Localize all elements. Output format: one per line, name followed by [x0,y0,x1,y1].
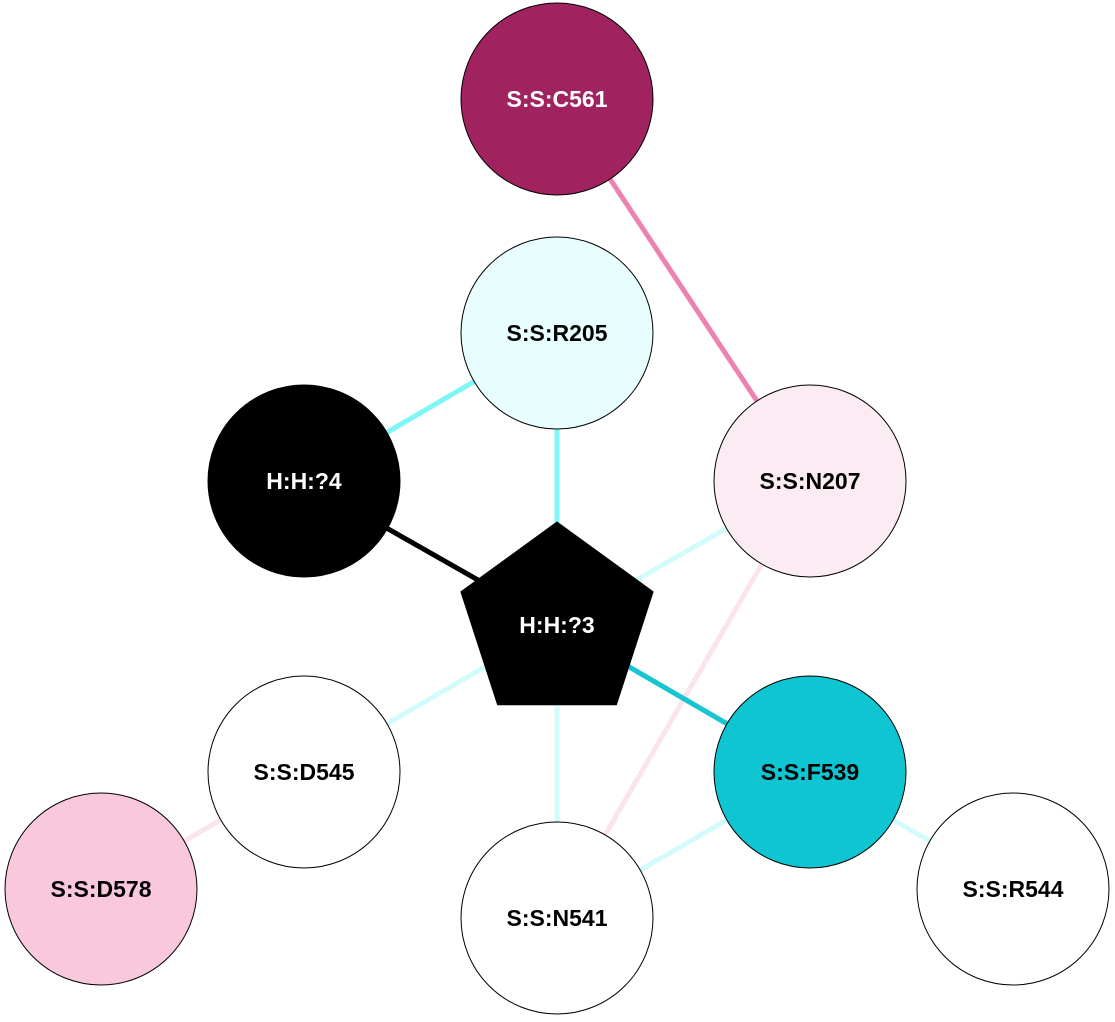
circle-shape [916,792,1110,986]
node-d578[interactable]: S:S:D578 [4,792,198,986]
node-label: S:S:D578 [51,876,152,902]
node-n541[interactable]: S:S:N541 [460,821,654,1015]
node-label: S:S:D545 [254,759,355,785]
circle-shape [207,675,401,869]
circle-shape [460,236,654,430]
circle-shape [713,675,907,869]
node-label: S:S:N207 [760,468,861,494]
node-label: H:H:?4 [266,468,342,494]
node-label: S:S:C561 [507,86,608,112]
circle-shape [460,821,654,1015]
circle-shape [460,2,654,196]
node-label: S:S:F539 [761,759,859,785]
pentagon-shape [460,521,654,706]
node-h3[interactable]: H:H:?3 [460,521,654,706]
node-r544[interactable]: S:S:R544 [916,792,1110,986]
node-f539[interactable]: S:S:F539 [713,675,907,869]
node-label: H:H:?3 [519,612,594,638]
circle-shape [207,384,401,578]
node-c561[interactable]: S:S:C561 [460,2,654,196]
circle-shape [713,384,907,578]
node-label: S:S:N541 [507,905,608,931]
circle-shape [4,792,198,986]
node-label: S:S:R205 [507,320,608,346]
node-d545[interactable]: S:S:D545 [207,675,401,869]
node-n207[interactable]: S:S:N207 [713,384,907,578]
node-label: S:S:R544 [963,876,1064,902]
node-h4[interactable]: H:H:?4 [207,384,401,578]
node-r205[interactable]: S:S:R205 [460,236,654,430]
